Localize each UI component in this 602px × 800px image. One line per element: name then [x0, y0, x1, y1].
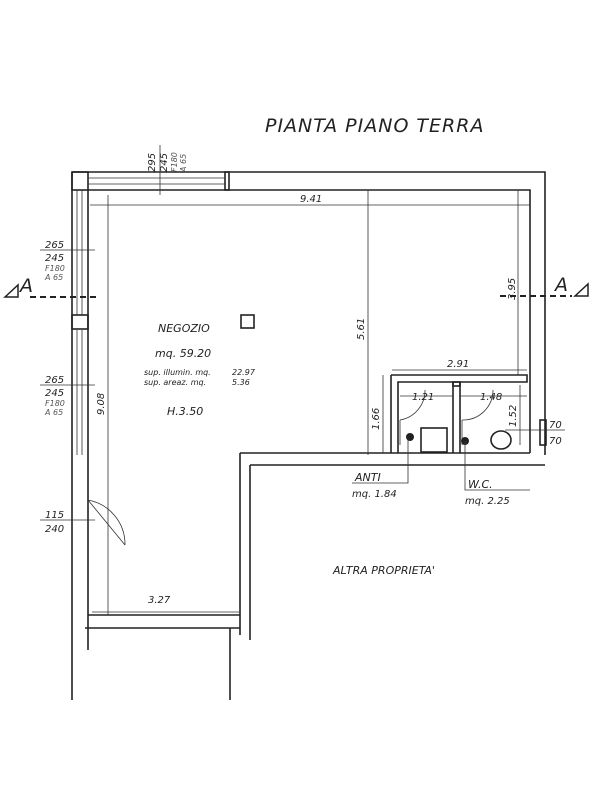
svg-text:F180: F180	[45, 264, 65, 273]
left-window-2-label: 265 245 F180 A 65	[44, 375, 65, 417]
dim-depth-right: 3.95	[507, 278, 518, 300]
dim-width-top: 9.41	[300, 194, 322, 205]
svg-text:F180: F180	[45, 399, 65, 408]
left-window-1-label: 265 245 F180 A 65	[44, 240, 65, 282]
anti-door	[399, 389, 426, 445]
svg-text:F180: F180	[170, 152, 179, 172]
svg-text:A: A	[18, 275, 34, 297]
svg-text:W.C.: W.C.	[468, 478, 493, 491]
svg-text:240: 240	[45, 524, 64, 535]
svg-text:A: A	[553, 274, 569, 296]
svg-text:245: 245	[45, 253, 64, 264]
svg-text:70: 70	[549, 420, 562, 431]
svg-text:sup. illumin. mq.: sup. illumin. mq.	[144, 368, 211, 377]
plan-title: PIANTA PIANO TERRA	[265, 115, 484, 137]
dim-bottom-width: 3.27	[148, 595, 171, 606]
walls	[71, 171, 546, 700]
dimension-lines	[40, 145, 565, 615]
svg-text:245: 245	[159, 153, 170, 172]
section-marker-right: A	[500, 274, 589, 297]
svg-text:265: 265	[45, 375, 64, 386]
drain-icon	[406, 433, 414, 441]
room-negozio: NEGOZIO mq. 59.20 sup. illumin. mq. 22.9…	[144, 322, 256, 418]
svg-text:A 65: A 65	[44, 408, 63, 417]
svg-text:A 65: A 65	[44, 273, 63, 282]
svg-text:A 65: A 65	[179, 154, 188, 173]
dim-bath-width: 2.91	[447, 359, 469, 370]
wc-window-label: 70 70	[549, 420, 562, 447]
door-label: 115 240	[45, 510, 64, 535]
dim-wc-depth: 1.52	[508, 405, 519, 427]
svg-text:NEGOZIO: NEGOZIO	[158, 322, 210, 335]
windows	[71, 177, 547, 455]
svg-text:mq. 2.25: mq. 2.25	[465, 496, 510, 507]
room-altra-proprieta: ALTRA PROPRIETA'	[332, 564, 435, 577]
entrance-door	[87, 499, 126, 546]
top-window-label: 295 245 F180 A 65	[147, 152, 188, 173]
dim-depth-left: 9.08	[96, 393, 107, 415]
svg-text:sup. areaz. mq.: sup. areaz. mq.	[144, 378, 206, 387]
dim-bath-depth: 1.66	[371, 408, 382, 430]
section-marker-left: A	[3, 275, 97, 298]
svg-text:mq. 59.20: mq. 59.20	[155, 347, 211, 360]
dim-anti-width: 1.21	[412, 392, 434, 403]
svg-text:295: 295	[147, 153, 158, 172]
room-wc: W.C. mq. 2.25	[465, 478, 510, 507]
svg-text:ANTI: ANTI	[354, 471, 381, 484]
svg-text:245: 245	[45, 388, 64, 399]
toilet-icon	[490, 430, 512, 450]
svg-text:115: 115	[45, 510, 64, 521]
svg-text:H.3.50: H.3.50	[167, 405, 203, 418]
svg-text:mq. 1.84: mq. 1.84	[352, 489, 397, 500]
sink-icon	[420, 427, 448, 453]
dim-wc-width: 1.48	[480, 392, 502, 403]
svg-text:70: 70	[549, 436, 562, 447]
svg-text:5.36: 5.36	[232, 378, 250, 387]
svg-text:22.97: 22.97	[232, 368, 256, 377]
room-anti: ANTI mq. 1.84	[352, 471, 397, 500]
svg-text:265: 265	[45, 240, 64, 251]
dim-depth-mid: 5.61	[356, 318, 367, 340]
pillar-icon	[240, 314, 255, 329]
